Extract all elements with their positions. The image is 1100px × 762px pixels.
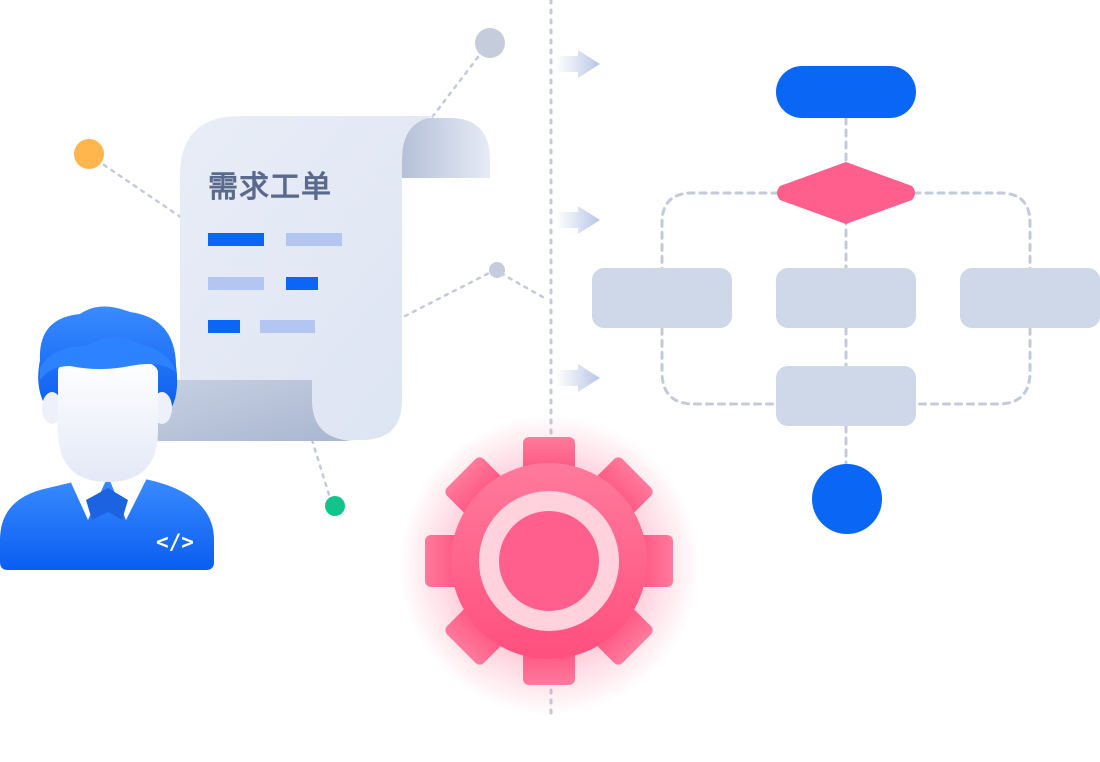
doc-line-bar <box>286 233 342 246</box>
developer-avatar-icon <box>0 306 214 570</box>
flow-process-node <box>776 268 916 328</box>
flow-process-node <box>776 366 916 426</box>
flow-end-node <box>812 464 882 534</box>
gear-icon <box>399 415 699 715</box>
green-dot <box>325 496 345 516</box>
doc-line-bar <box>286 277 318 290</box>
gray-dot-top <box>475 28 505 58</box>
doc-line-bar <box>260 320 315 333</box>
document-title: 需求工单 <box>208 170 332 205</box>
orange-dot <box>74 139 104 169</box>
doc-line-bar <box>208 320 240 333</box>
arrow-icon-3 <box>556 364 600 392</box>
flow-start-node <box>776 66 916 118</box>
doc-line-bar <box>208 233 264 246</box>
flow-process-node <box>592 268 732 328</box>
doc-line-bar <box>208 277 264 290</box>
arrow-icon-1 <box>556 50 600 78</box>
requirement-document-icon <box>150 116 490 441</box>
code-badge: </> <box>156 530 194 554</box>
flow-process-node <box>960 268 1100 328</box>
flow-decision-node <box>777 162 915 224</box>
arrow-icon-2 <box>556 206 600 234</box>
gray-dot-small <box>489 262 505 278</box>
flowchart-icon <box>592 66 1100 534</box>
